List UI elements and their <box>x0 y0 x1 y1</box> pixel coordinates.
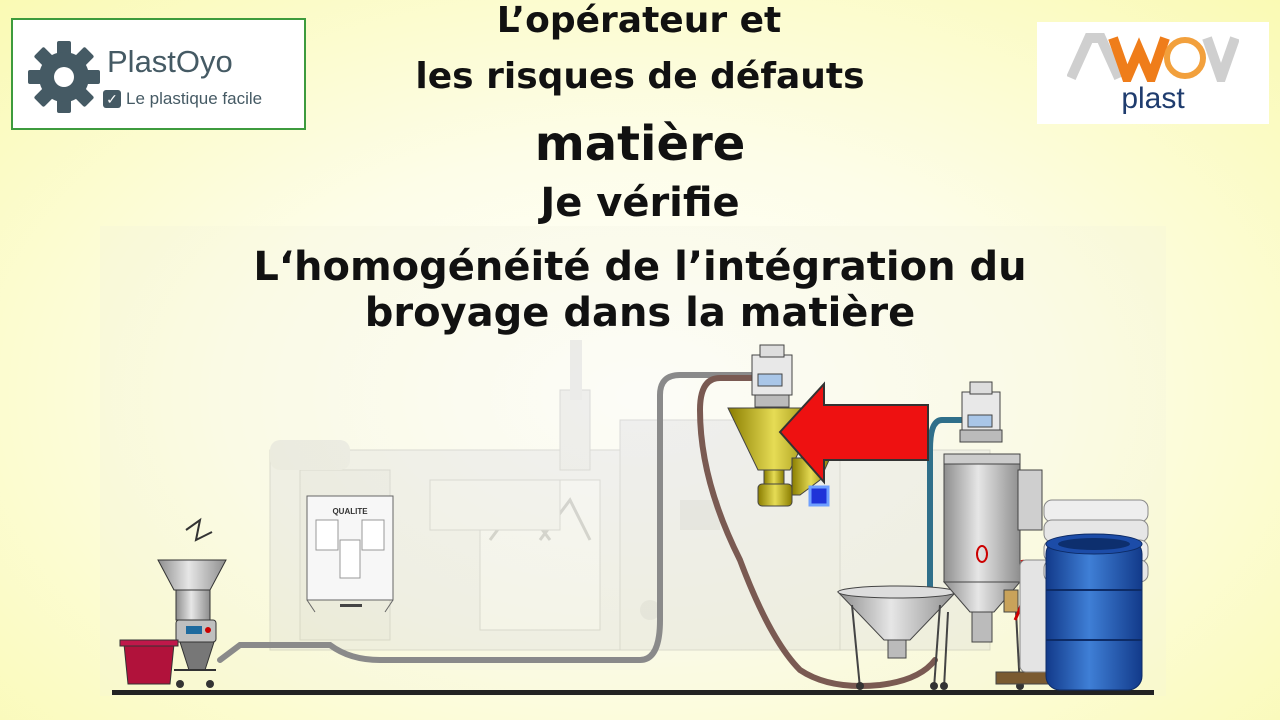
awev-plast-logo: plast <box>1037 22 1269 124</box>
title-line-2: les risques de défauts <box>415 56 865 97</box>
hopper-loader <box>751 344 793 408</box>
dryer-label: 0 <box>982 560 983 562</box>
floor-line <box>112 690 1154 695</box>
dryer: 0 <box>940 381 1043 690</box>
red-arrow <box>778 381 929 485</box>
awev-logo-mark <box>1067 33 1239 82</box>
plast-word: plast <box>1121 82 1185 115</box>
title-line-1: L’opérateur et <box>496 0 782 41</box>
brand-name: PlastOyo <box>107 44 233 79</box>
title-line-3: matière <box>534 116 746 172</box>
blue-barrel <box>1045 533 1143 691</box>
material-tube <box>696 375 938 689</box>
doser-indicator <box>808 485 830 507</box>
waste-bin <box>119 639 179 685</box>
tagline-text: Le plastique facile <box>126 89 263 108</box>
gear-icon <box>28 41 100 113</box>
grinder-feed-tube <box>217 372 763 663</box>
check-icon: ✓ <box>103 90 121 108</box>
quality-cabinet: QUALITE <box>306 495 394 613</box>
tagline: ✓ Le plastique facile <box>103 89 262 109</box>
title-line-4: Je vérifie <box>540 180 740 226</box>
dryer-tube <box>927 417 972 600</box>
grinder <box>157 517 227 688</box>
title-line-5: L‘homogénéité de l’intégration du <box>253 244 1027 290</box>
title-line-6: broyage dans la matière <box>364 290 916 336</box>
quality-label: QUALITE <box>332 507 368 516</box>
plastoyo-logo: PlastOyo ✓ Le plastique facile <box>11 18 306 130</box>
mixer-funnel <box>836 585 958 690</box>
